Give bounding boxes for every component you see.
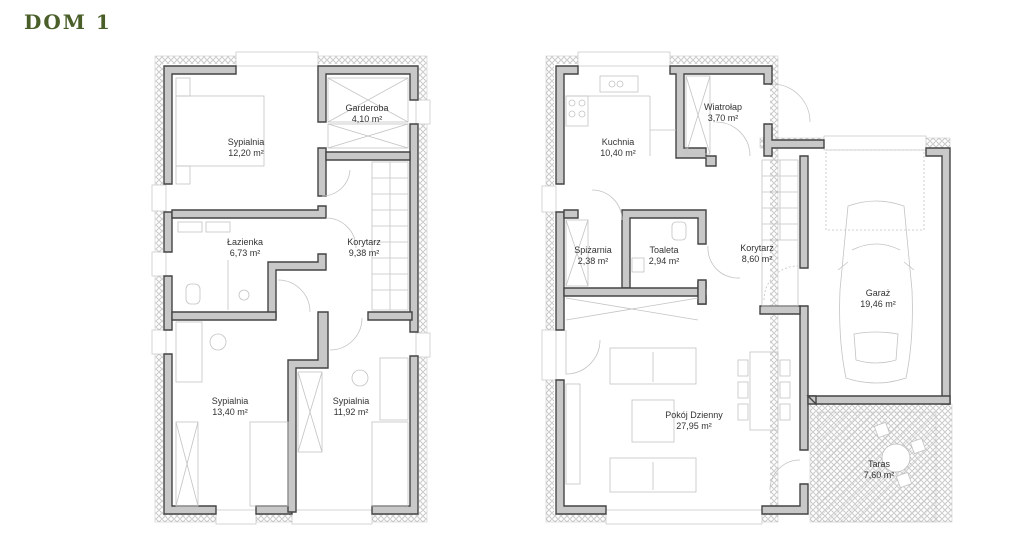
room-label-bedroom-1: Sypialnia 12,20 m² — [228, 137, 265, 159]
room-area: 10,40 m² — [600, 148, 636, 158]
plan-title: DOM 1 — [24, 10, 112, 34]
room-label-pantry: Spiżarnia 2,38 m² — [574, 245, 612, 267]
room-label-bedroom-2: Sypialnia 13,40 m² — [212, 396, 249, 418]
room-area: 2,38 m² — [577, 256, 609, 266]
upper-floor-plan — [151, 51, 431, 525]
room-label-living-room: Pokój Dzienny 27,95 m² — [665, 410, 723, 432]
room-name: Taras — [867, 459, 891, 469]
room-label-vestibule: Wiatrołap 3,70 m² — [704, 102, 742, 124]
room-label-terrace: Taras 7,60 m² — [864, 459, 895, 481]
room-area: 7,60 m² — [863, 470, 895, 480]
room-label-toilet: Toaleta 2,94 m² — [649, 245, 680, 267]
room-name: Sypialnia — [332, 396, 370, 406]
room-area: 11,92 m² — [333, 407, 369, 417]
room-name: Garaż — [865, 288, 891, 298]
room-name: Pokój Dzienny — [665, 410, 723, 420]
room-area: 2,94 m² — [648, 256, 680, 266]
room-label-bathroom: Łazienka 6,73 m² — [227, 237, 263, 259]
room-area: 13,40 m² — [212, 407, 248, 417]
room-area: 3,70 m² — [707, 113, 739, 123]
room-label-garage: Garaż 19,46 m² — [860, 288, 896, 310]
room-area: 19,46 m² — [860, 299, 896, 309]
room-name: Łazienka — [226, 237, 264, 247]
ground-floor-plan — [541, 51, 953, 525]
room-name: Wiatrołap — [703, 102, 743, 112]
room-name: Sypialnia — [227, 137, 265, 147]
room-label-wardrobe: Garderoba 4,10 m² — [345, 103, 388, 125]
room-area: 4,10 m² — [351, 114, 383, 124]
room-name: Toaleta — [649, 245, 679, 255]
room-area: 8,60 m² — [741, 254, 773, 264]
room-area: 6,73 m² — [229, 248, 261, 258]
room-label-bedroom-3: Sypialnia 11,92 m² — [333, 396, 370, 418]
room-area: 27,95 m² — [676, 421, 712, 431]
room-name: Garderoba — [345, 103, 389, 113]
room-name: Kuchnia — [601, 137, 635, 147]
room-label-corridor-ground: Korytarz 8,60 m² — [740, 243, 774, 265]
room-name: Sypialnia — [211, 396, 249, 406]
room-name: Spiżarnia — [574, 245, 612, 255]
room-name: Korytarz — [740, 243, 774, 253]
room-label-kitchen: Kuchnia 10,40 m² — [600, 137, 636, 159]
room-area: 9,38 m² — [348, 248, 380, 258]
room-area: 12,20 m² — [228, 148, 264, 158]
room-label-corridor-upper: Korytarz 9,38 m² — [347, 237, 381, 259]
room-name: Korytarz — [347, 237, 381, 247]
